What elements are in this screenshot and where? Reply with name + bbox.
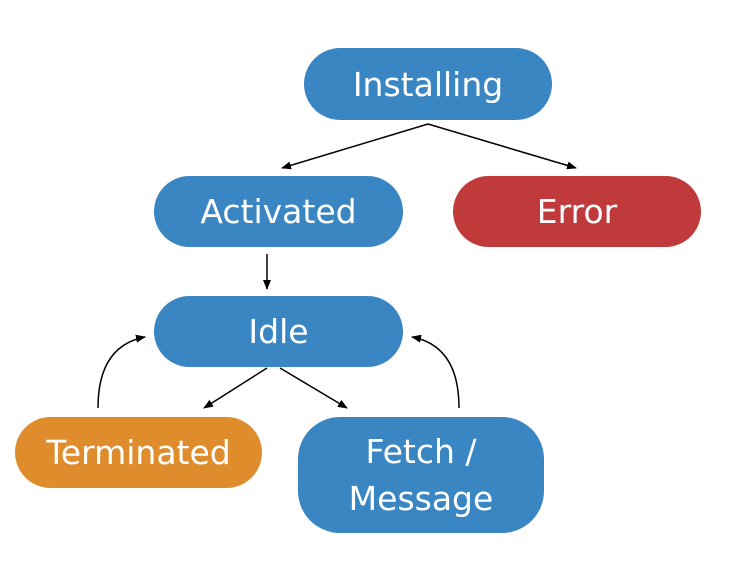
node-idle-label: Idle — [248, 312, 309, 351]
node-fetch-label-line2: Message — [348, 479, 494, 518]
edge-idle-to-fetch — [279, 367, 348, 409]
edge-terminated-to-idle — [97, 334, 146, 409]
node-error: Error — [453, 176, 701, 247]
edge-installing-to-activated — [281, 123, 429, 170]
node-terminated-label: Terminated — [46, 433, 231, 472]
node-fetch-message: Fetch / Message — [298, 417, 544, 533]
node-terminated: Terminated — [15, 417, 262, 488]
node-activated: Activated — [154, 176, 403, 247]
node-error-label: Error — [536, 192, 618, 231]
edge-idle-to-terminated — [203, 367, 268, 409]
node-installing-label: Installing — [352, 64, 504, 104]
edge-installing-to-error — [427, 123, 577, 170]
node-activated-label: Activated — [200, 192, 357, 231]
node-fetch-label-line1: Fetch / — [365, 432, 477, 471]
node-installing: Installing — [304, 48, 552, 120]
node-idle: Idle — [154, 296, 403, 367]
edge-fetch-to-idle — [411, 334, 460, 409]
